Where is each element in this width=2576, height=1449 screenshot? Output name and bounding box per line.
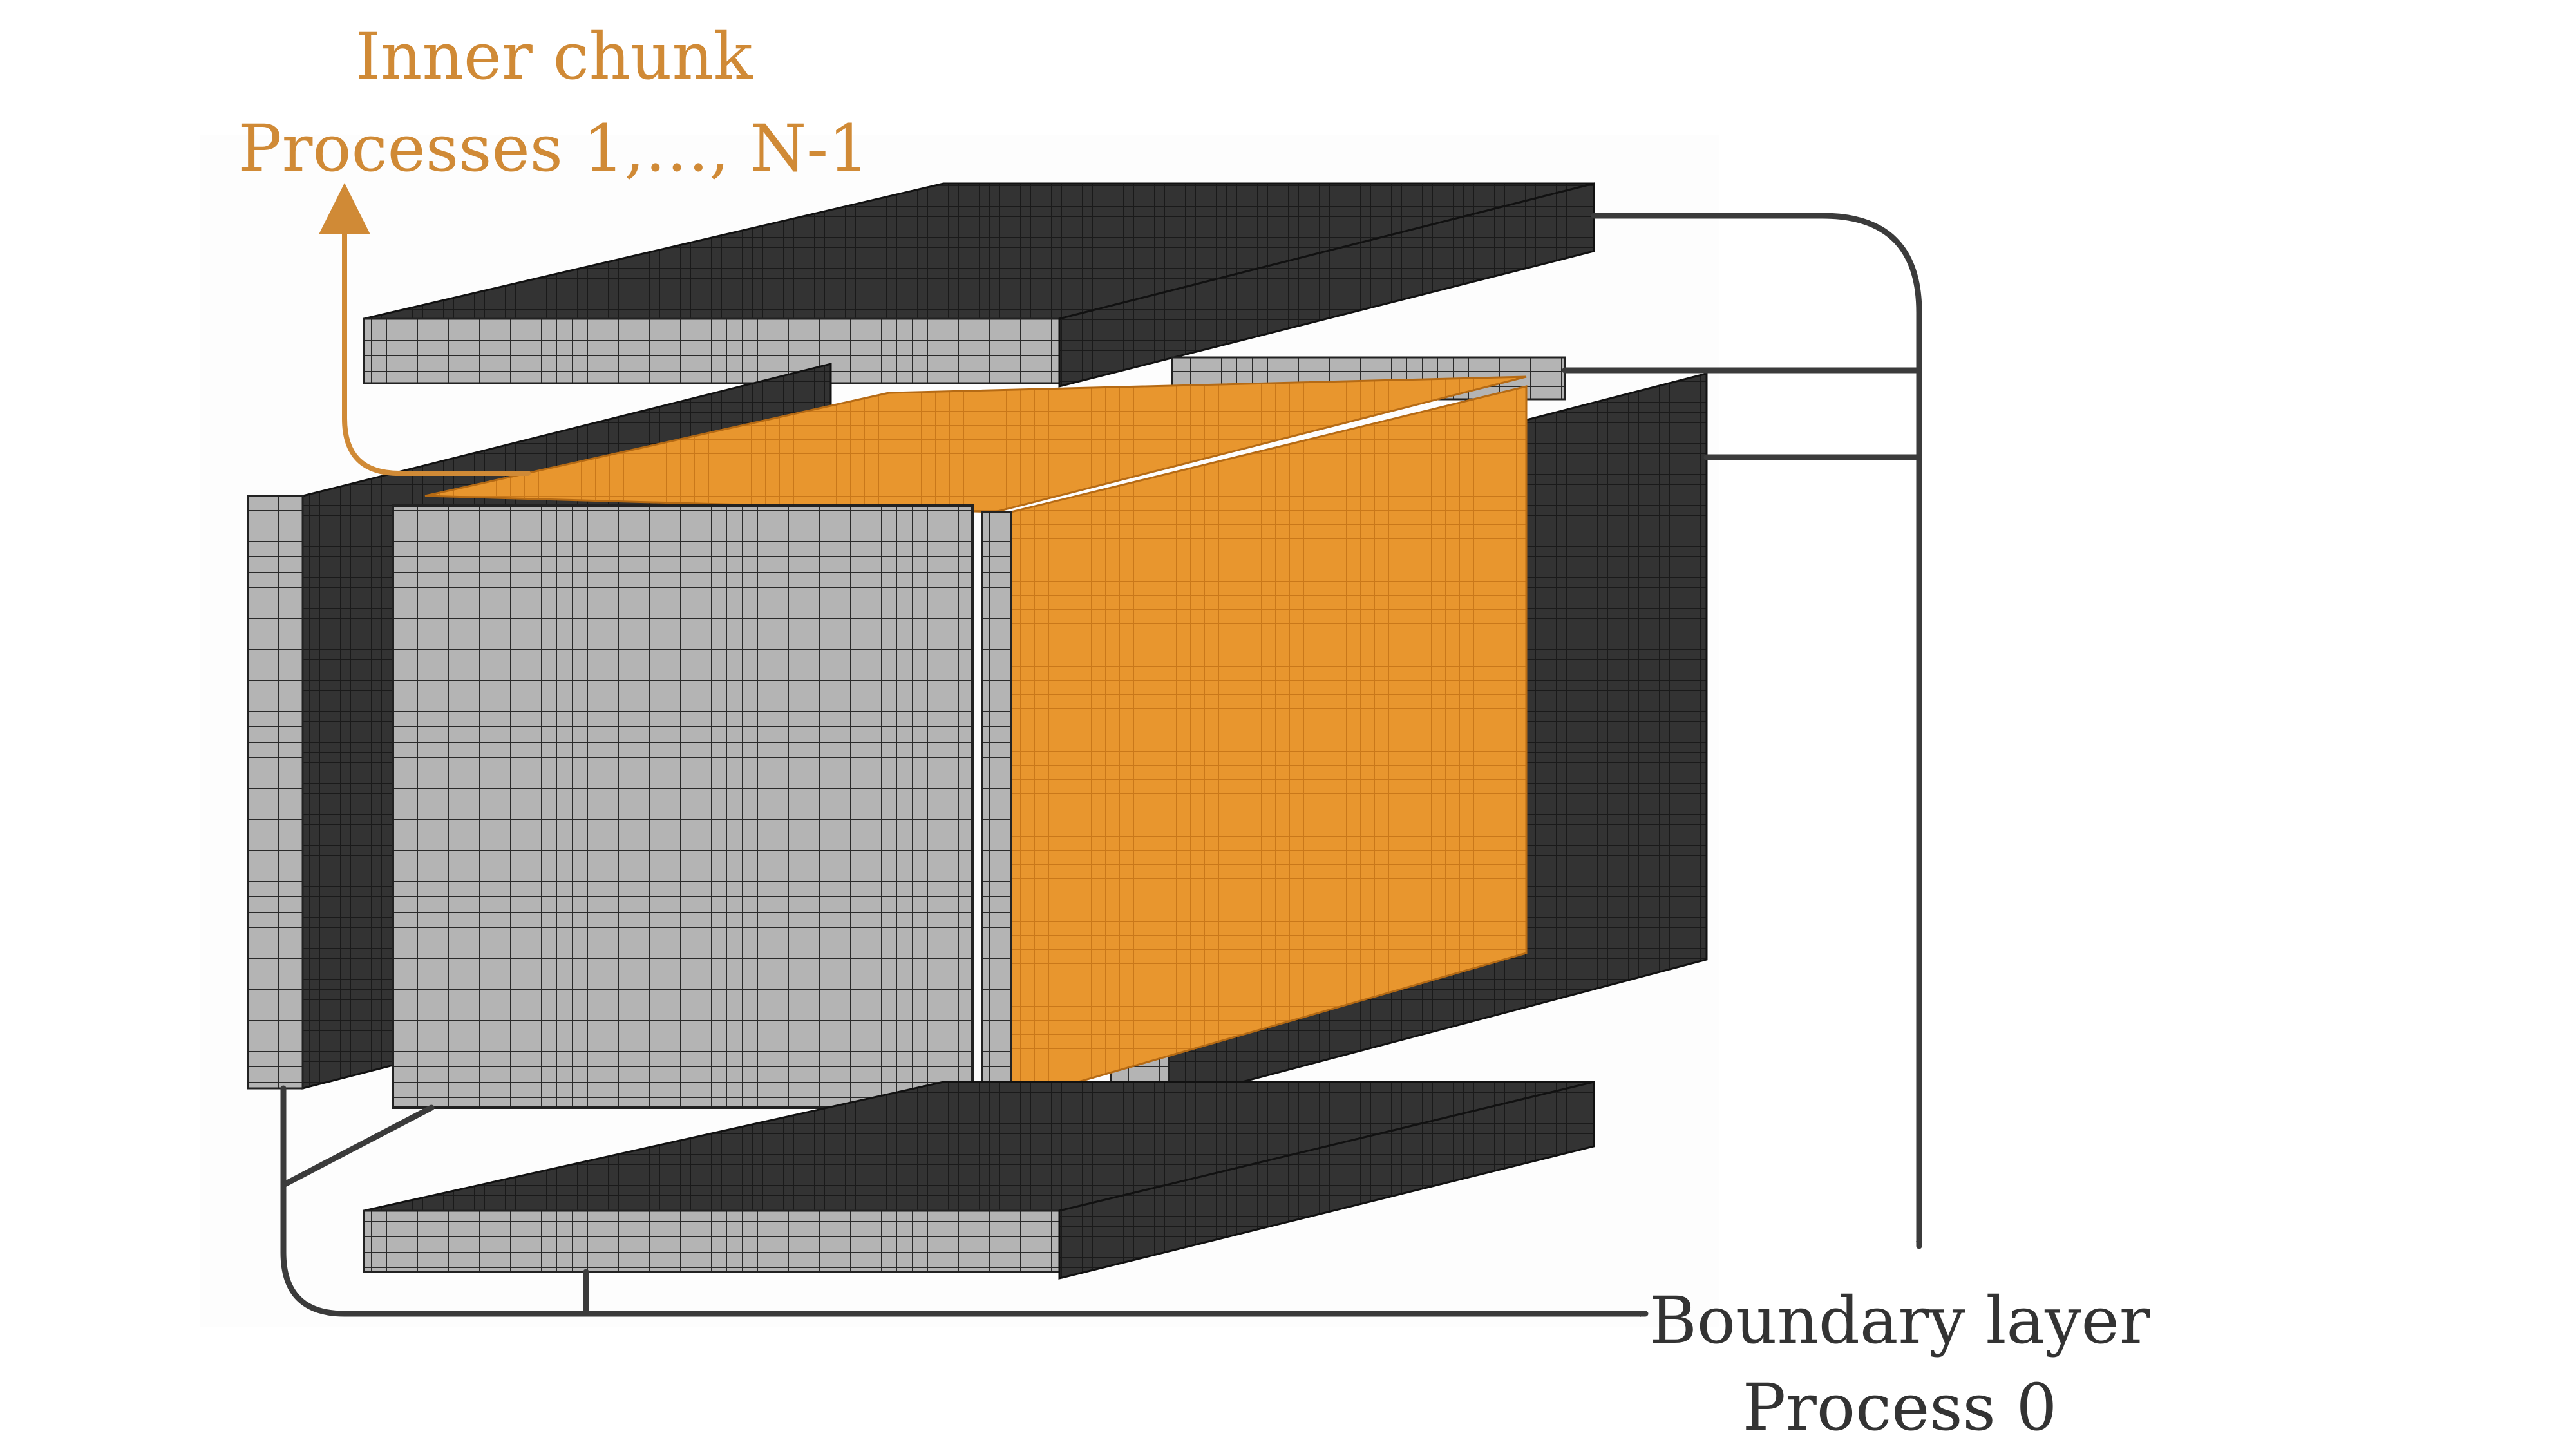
- boundary-layer-process: Process 0: [1743, 1370, 2058, 1445]
- bottom-boundary-slab: [363, 1081, 1595, 1280]
- front-boundary-block: [392, 504, 974, 1109]
- inner-chunk-title: Inner chunk: [355, 19, 753, 94]
- inner-chunk-processes: Processes 1,…, N-1: [238, 111, 869, 186]
- boundary-layer-title: Boundary layer: [1649, 1283, 2150, 1358]
- inner-chunk-side: [981, 385, 1528, 1103]
- top-boundary-slab: [363, 182, 1595, 388]
- boundary-connector-lines: [280, 213, 1922, 1317]
- inner-connector-line: [319, 183, 531, 476]
